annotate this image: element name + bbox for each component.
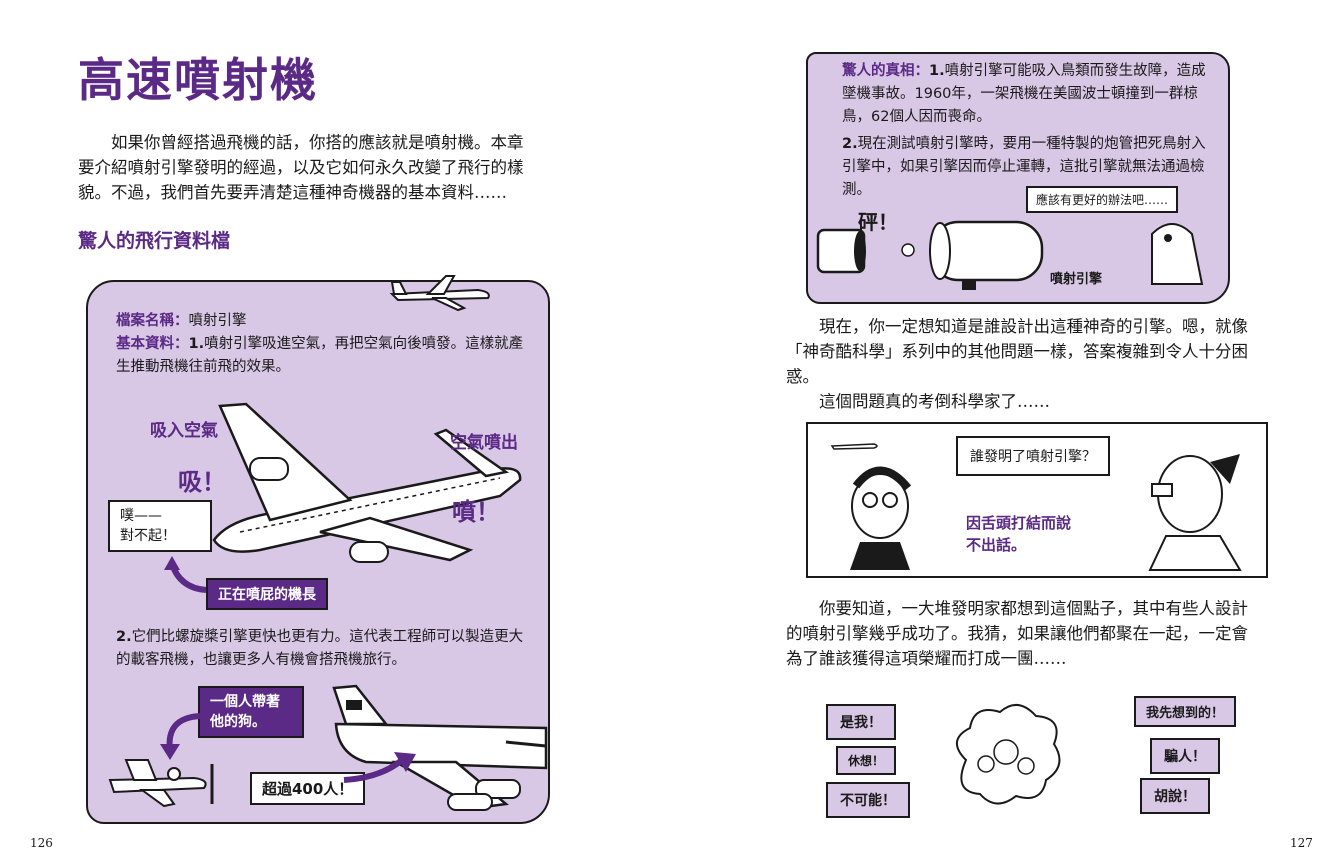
section-heading: 驚人的飛行資料檔 <box>78 230 231 252</box>
bird-speech-bubble: 應該有更好的辦法吧…… <box>1026 186 1179 213</box>
truth-text: 驚人的真相：1.噴射引擎可能吸入鳥類而發生故障，造成墜機事故。1960年，一架飛… <box>842 63 1206 198</box>
page-number-left: 126 <box>30 836 53 850</box>
pilot-speech-box: 噗—— 對不起！ <box>108 500 212 552</box>
fact-2-text: 2.它們比螺旋槳引擎更快也更有力。這代表工程師可以製造更大的載客飛機，也讓更多人… <box>116 629 524 668</box>
airliner-illustration <box>332 684 548 811</box>
shout-bubble: 騙人！ <box>1150 738 1220 774</box>
shout-bubble: 不可能！ <box>826 782 910 818</box>
label-air-intake: 吸入空氣 <box>150 421 218 441</box>
shout-bubble: 休想！ <box>836 746 897 775</box>
paragraph-inventors: 你要知道，一大堆發明家都想到這個點子，其中有些人設計的噴射引擎幾乎成功了。我猜，… <box>786 599 1248 668</box>
label-air-exhaust: 空氣噴出 <box>450 433 518 453</box>
scientist-character-illustration <box>1148 454 1242 571</box>
shout-bubble: 我先想到的！ <box>1134 696 1237 727</box>
airplane-illustration-small <box>389 275 490 312</box>
tongue-tied-caption: 因舌頭打結而說不出話。 <box>966 514 1072 554</box>
paragraph-who-designed: 現在，你一定想知道是誰設計出這種神奇的引擎。嗯，就像「神奇酷科學」系列中的其他問… <box>786 317 1248 411</box>
page-number-right: 127 <box>1290 836 1313 850</box>
shout-bubble: 胡說！ <box>1140 778 1210 814</box>
engine-test-illustration <box>816 220 1204 290</box>
intro-paragraph: 如果你曾經搭過飛機的話，你搭的應該就是噴射機。本章要介紹噴射引擎發明的經過，以及… <box>78 133 524 202</box>
airplane-icon <box>830 443 878 450</box>
dog-caption: 一個人帶著他的狗。 <box>198 686 304 738</box>
arrow-icon <box>343 752 416 783</box>
fight-cloud-illustration <box>956 704 1061 805</box>
pilot-caption: 正在噴屁的機長 <box>206 578 328 610</box>
sfx-suck: 吸！ <box>178 468 226 496</box>
arrow-icon <box>160 713 201 760</box>
arrow-icon <box>164 556 207 593</box>
girl-character-illustration <box>850 466 912 570</box>
sfx-puff: 噴！ <box>452 498 500 526</box>
propeller-plane-illustration <box>108 759 214 808</box>
page-title: 高速噴射機 <box>78 53 318 107</box>
question-speech-bubble: 誰發明了噴射引擎？ <box>956 436 1110 476</box>
shout-bubble: 是我！ <box>826 704 896 740</box>
engine-label: 噴射引擎 <box>1050 272 1103 287</box>
sfx-bang: 砰！ <box>858 210 898 234</box>
fact-file-text: 檔案名稱：噴射引擎 基本資料：1.噴射引擎吸進空氣，再把空氣向後噴發。這樣就產生… <box>116 313 524 375</box>
jet-airplane-illustration <box>212 402 522 563</box>
